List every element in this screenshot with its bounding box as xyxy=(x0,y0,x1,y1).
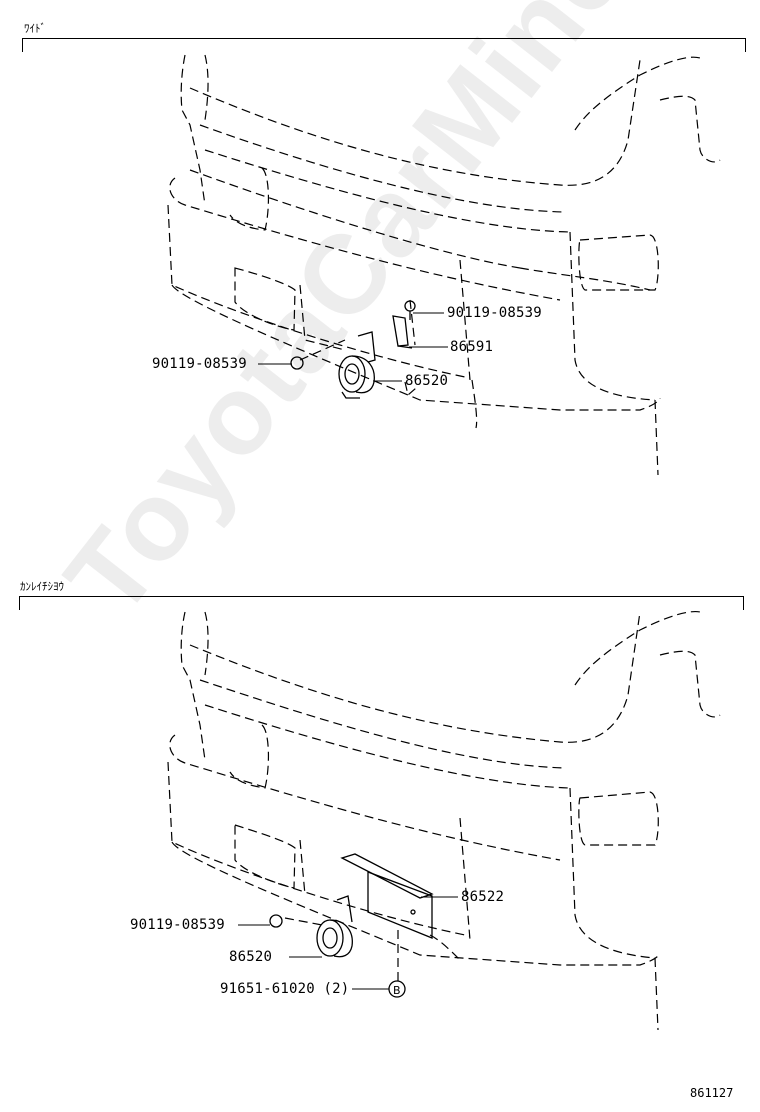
section-label-wide: ﾜｲﾄﾞ xyxy=(24,22,46,35)
horn-upper xyxy=(338,331,376,399)
callout-bracket: 86591 xyxy=(450,339,494,355)
vehicle-outline-lower xyxy=(167,610,721,1031)
callout-horn: 86520 xyxy=(405,373,449,389)
callout-horn-lower: 86520 xyxy=(229,949,273,965)
clip-marker-letter: B xyxy=(393,984,401,997)
vehicle-outline-upper xyxy=(167,54,721,476)
bolt-lower-left xyxy=(269,914,283,928)
callout-bolt-lower: 90119-08539 xyxy=(130,917,225,933)
section-divider-wide xyxy=(22,38,746,52)
bolt-upper-top xyxy=(404,300,416,320)
figure-number: 861127 xyxy=(690,1086,734,1100)
section-label-cold-region: ｶﾝﾚｲﾁｼﾖｳ xyxy=(20,580,64,593)
callout-bracket-lower: 86522 xyxy=(461,889,505,905)
bolt-upper-left xyxy=(290,356,304,370)
callout-bolt-top: 90119-08539 xyxy=(447,305,542,321)
horn-lower xyxy=(316,895,353,958)
callout-bolt-left: 90119-08539 xyxy=(152,356,247,372)
callout-clip: 91651-61020 (2) xyxy=(220,981,350,997)
bracket-lower xyxy=(340,853,434,939)
section-divider-cold-region xyxy=(19,596,744,610)
bracket-upper xyxy=(392,315,413,349)
